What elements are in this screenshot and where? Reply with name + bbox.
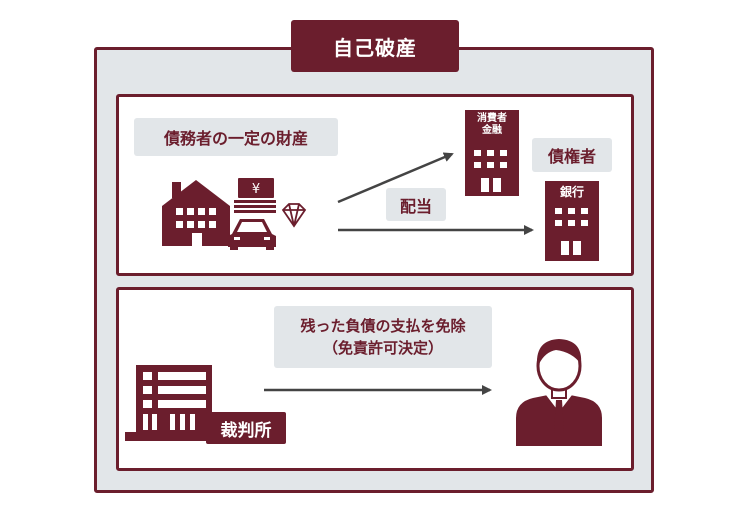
- discharge-label: 残った負債の支払を免除 （免責許可決定）: [274, 306, 492, 368]
- diamond-icon: [281, 203, 307, 228]
- court-label: 裁判所: [206, 412, 286, 444]
- money-stack-icon: ¥: [234, 178, 276, 213]
- discharge-label-line2: （免責許可決定）: [322, 339, 443, 357]
- bank-label: 銀行: [559, 185, 584, 199]
- svg-text:¥: ¥: [252, 182, 260, 197]
- bank-building-icon: [545, 181, 599, 261]
- creditors-label: 債権者: [532, 138, 612, 172]
- debtor-property-label: 債務者の一定の財産: [134, 118, 338, 156]
- distribution-label: 配当: [386, 188, 446, 221]
- consumer-finance-label-line2: 金融: [482, 125, 502, 136]
- house-icon: [162, 180, 230, 246]
- discharge-label-line1: 残った負債の支払を免除: [300, 317, 466, 335]
- consumer-finance-building-icon: [465, 110, 519, 196]
- debtor-person-icon: [516, 339, 602, 446]
- court-building-icon: [125, 365, 225, 441]
- consumer-finance-label-line1: 消費者: [477, 113, 507, 124]
- diagram-title: 自己破産: [291, 20, 459, 72]
- consumer-finance-label: 消費者 金融: [465, 110, 519, 138]
- car-icon: [228, 219, 276, 250]
- distribution-arrow-upper: [337, 152, 454, 204]
